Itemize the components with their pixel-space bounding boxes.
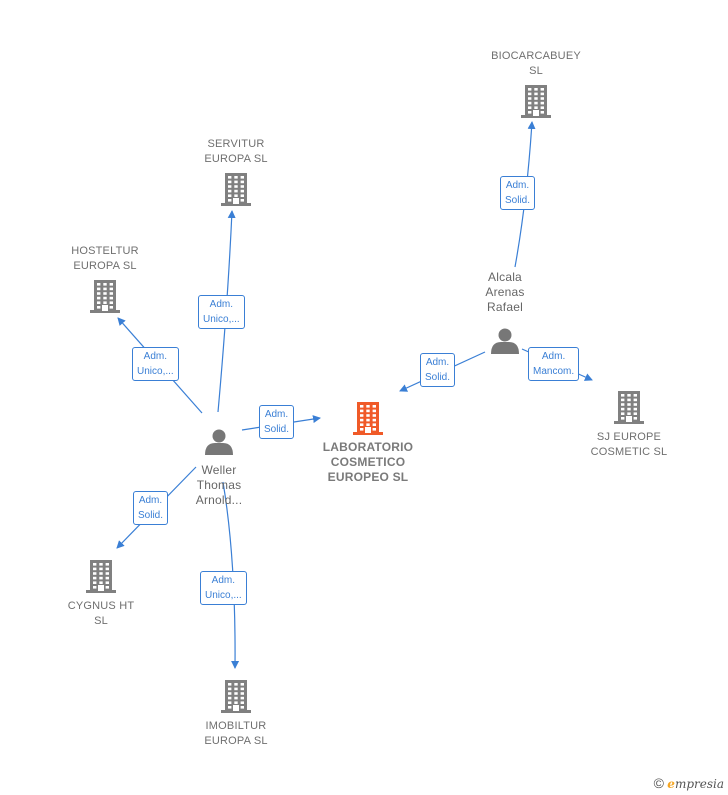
node-label-weller[interactable]: Weller Thomas Arnold...: [195, 463, 243, 507]
edge-label-alcala-laboratorio[interactable]: Adm. Solid.: [420, 353, 456, 387]
person-icon[interactable]: [491, 328, 519, 355]
edge-label-weller-hosteltur[interactable]: Adm. Unico,...: [132, 347, 179, 381]
edge-label-weller-imobiltur[interactable]: Adm. Unico,...: [200, 571, 247, 605]
footer-brand: © empresia: [654, 775, 724, 791]
building-icon[interactable]: [521, 85, 551, 118]
building-icon[interactable]: [86, 560, 116, 593]
edge-label-weller-servitur[interactable]: Adm. Unico,...: [198, 295, 245, 329]
node-label-hosteltur[interactable]: HOSTELTUR EUROPA SL: [71, 245, 139, 272]
brand-logo[interactable]: empresia: [667, 777, 724, 791]
copyright-symbol: ©: [653, 775, 664, 791]
node-label-laboratorio[interactable]: LABORATORIO COSMETICO EUROPEO SL: [322, 440, 414, 484]
node-label-imobiltur[interactable]: IMOBILTUR EUROPA SL: [204, 720, 268, 747]
nodes-layer: [86, 85, 644, 713]
node-label-biocarcabuey[interactable]: BIOCARCABUEY SL: [491, 50, 581, 77]
building-icon[interactable]: [353, 402, 383, 435]
building-icon[interactable]: [221, 173, 251, 206]
building-icon[interactable]: [90, 280, 120, 313]
node-label-cygnus[interactable]: CYGNUS HT SL: [67, 600, 135, 627]
edge-label-alcala-biocarcabuey[interactable]: Adm. Solid.: [500, 176, 536, 210]
node-label-servitur[interactable]: SERVITUR EUROPA SL: [204, 138, 268, 165]
node-label-alcala[interactable]: Alcala Arenas Rafael: [485, 270, 525, 314]
edge-label-weller-cygnus[interactable]: Adm. Solid.: [133, 491, 169, 525]
building-icon[interactable]: [614, 391, 644, 424]
edge-label-alcala-sjeurope[interactable]: Adm. Mancom.: [528, 347, 580, 381]
node-label-sjeurope[interactable]: SJ EUROPE COSMETIC SL: [590, 431, 668, 458]
edge-label-weller-laboratorio[interactable]: Adm. Solid.: [259, 405, 295, 439]
edge-weller-imobiltur: [222, 481, 240, 669]
person-icon[interactable]: [205, 429, 233, 456]
building-icon[interactable]: [221, 680, 251, 713]
